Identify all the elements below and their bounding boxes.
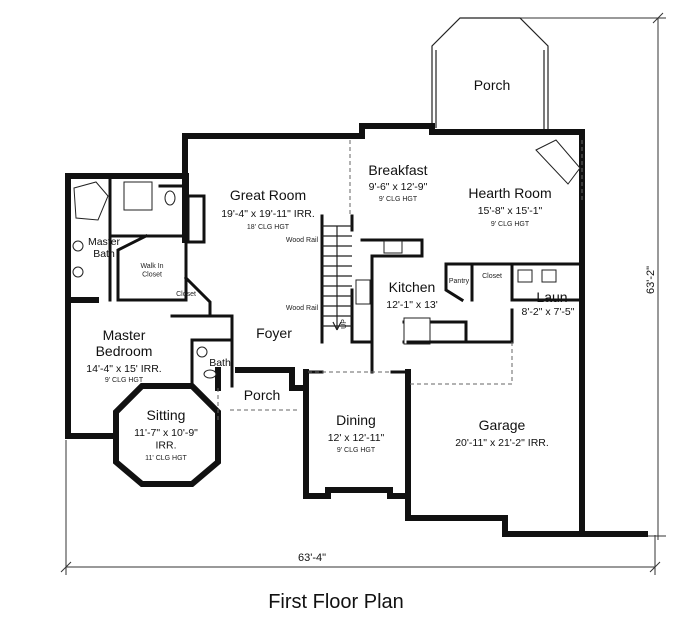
room-sitting-size: 11'-7" x 10'-9"IRR. — [134, 427, 198, 452]
sink-2 — [72, 266, 84, 278]
plan-title: First Floor Plan — [268, 591, 404, 613]
room-bath-name: Bath — [209, 357, 231, 369]
room-dining-size: 12' x 12'-11" — [328, 432, 385, 444]
overall-depth-label: 63'-2" — [645, 266, 657, 294]
master-bath-line: Master — [88, 236, 121, 248]
fireplace-great-room — [186, 194, 206, 244]
master-bedroom-line: Master — [103, 327, 146, 343]
room-laundry-size: 8'-2" x 7'-5" — [522, 306, 575, 318]
sitting-size-line-2: IRR. — [156, 440, 177, 452]
walk-in-line-1: Walk In — [140, 263, 163, 270]
sitting-size-line-1: 11'-7" x 10'-9" — [134, 427, 198, 439]
stairs — [322, 225, 352, 331]
room-dining-ceiling: 9' CLG HGT — [337, 447, 376, 454]
room-sitting-name: Sitting — [147, 407, 186, 423]
room-sitting-ceiling: 11' CLG HGT — [145, 455, 187, 462]
room-kitchen-size: 12'-1" x 13' — [386, 299, 438, 311]
room-breakfast-ceiling: 9' CLG HGT — [379, 196, 418, 203]
top-porch-outline — [431, 17, 549, 132]
bath-toilet — [203, 369, 217, 379]
wood-rail-note-2: Wood Rail — [286, 305, 319, 312]
room-kitchen-name: Kitchen — [389, 279, 436, 295]
room-closet-b-name: Closet — [482, 273, 502, 280]
room-great-room-size: 19'-4" x 19'-11" IRR. — [221, 208, 315, 220]
washer — [517, 269, 533, 283]
room-foyer-name: Foyer — [256, 325, 292, 341]
room-dining-name: Dining — [336, 412, 376, 428]
name-second-line: Bedroom — [96, 343, 153, 359]
bath-sink — [196, 346, 208, 358]
interior-walls — [108, 139, 584, 388]
shower — [123, 181, 153, 211]
toilet-master — [164, 190, 176, 206]
room-garage-name: Garage — [479, 417, 526, 433]
master-bath-fixtures — [72, 181, 217, 379]
room-breakfast-name: Breakfast — [368, 162, 427, 178]
wood-rail-note-1: Wood Rail — [286, 237, 319, 244]
room-breakfast-size: 9'-6" x 12'-9" — [369, 181, 428, 193]
room-hearth-size: 15'-8" x 15'-1" — [478, 205, 543, 217]
sink-1 — [72, 240, 84, 252]
name-second-line: Bath — [93, 248, 115, 260]
range — [355, 279, 371, 305]
dashed-openings — [217, 140, 583, 420]
dimension-lines — [60, 12, 666, 575]
room-porch-front-name: Porch — [244, 387, 281, 403]
dryer — [541, 269, 557, 283]
room-pantry-name: Pantry — [449, 278, 470, 285]
overall-width-label: 63'-4" — [298, 552, 326, 564]
tub — [73, 181, 109, 221]
exterior-walls — [65, 123, 648, 537]
room-hearth-ceiling: 9' CLG HGT — [491, 221, 530, 228]
room-hearth-name: Hearth Room — [468, 185, 551, 201]
room-garage-size: 20'-11" x 21'-2" IRR. — [455, 437, 549, 449]
room-great-room-name: Great Room — [230, 187, 306, 203]
room-great-room-ceiling: 18' CLG HGT — [247, 224, 290, 231]
room-master-bedroom-size: 14'-4" x 15' IRR. — [86, 363, 161, 375]
room-laundry-name: Laun — [536, 289, 567, 305]
kitchen-island — [403, 317, 431, 345]
room-closet-a-name: Closet — [176, 291, 196, 298]
walk-in-line-2: Closet — [142, 271, 162, 278]
room-master-bedroom-ceiling: 9' CLG HGT — [105, 377, 144, 384]
fireplace-hearth — [535, 139, 581, 185]
kitchen-sink — [383, 240, 403, 254]
room-porch-top-name: Porch — [474, 77, 511, 93]
stair-up-note: UP — [341, 319, 348, 329]
